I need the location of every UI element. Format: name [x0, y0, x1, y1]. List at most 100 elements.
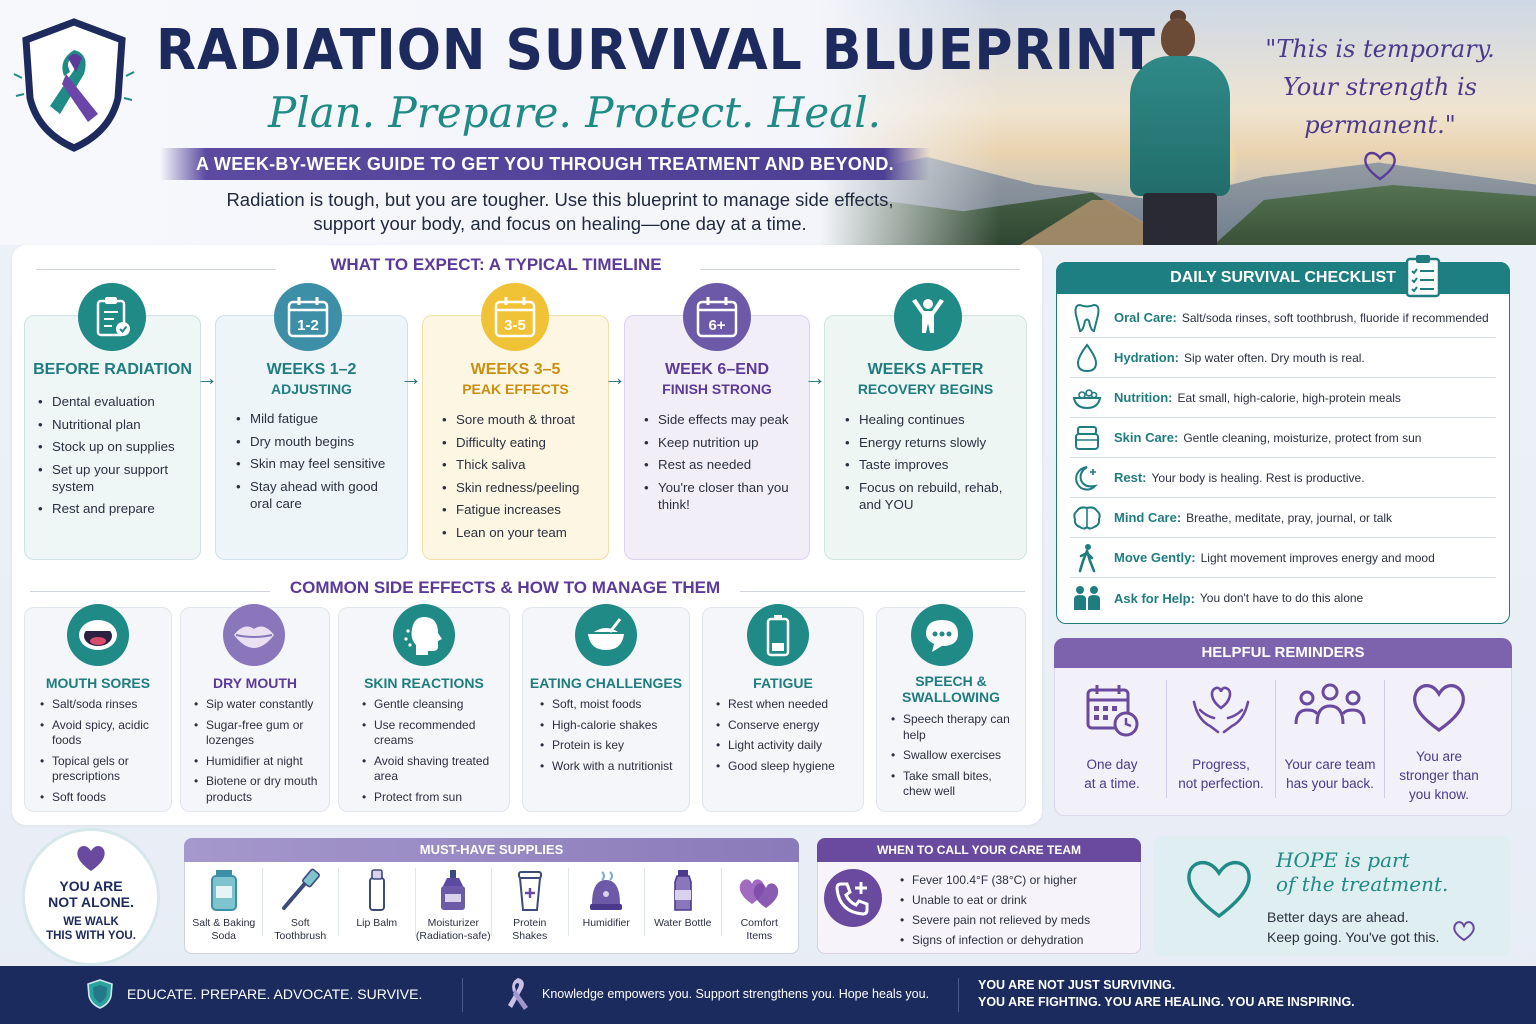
side-effect-list: Salt/soda rinses Avoid spicy, acidic foo…: [40, 697, 166, 810]
ribbon-icon: [508, 978, 528, 1010]
timeline-head: WEEKS 3–5: [470, 361, 561, 378]
arrow-right-icon: →: [604, 365, 626, 390]
reminder-item: One day at a time.: [1058, 680, 1166, 793]
checklist-row-oral-care: Oral Care: Salt/soda rinses, soft toothb…: [1070, 298, 1496, 338]
supply-label: Soft: [290, 917, 310, 929]
call-team-list: Fever 100.4°F (38°C) or higher Unable to…: [900, 870, 1135, 950]
ribbon-shield-logo-icon: [13, 18, 135, 152]
tooth-icon: [1070, 301, 1104, 335]
supply-item: Salt & Baking Soda: [186, 868, 262, 943]
list-item: Healing continues: [845, 411, 1015, 428]
checklist-text: Sip water often. Dry mouth is real.: [1184, 350, 1365, 365]
list-item: Rest when needed: [716, 697, 856, 713]
calendar-icon: 3-5: [481, 283, 549, 351]
footer-slogan: EDUCATE. PREPARE. ADVOCATE. SURVIVE.: [127, 986, 423, 1002]
supply-item: Water Bottle: [645, 868, 721, 930]
checklist-rows: Oral Care: Salt/soda rinses, soft toothb…: [1070, 298, 1496, 618]
list-item: Taste improves: [845, 456, 1015, 473]
list-item: Use recommended creams: [362, 718, 502, 749]
intro-text: Radiation is tough, but you are tougher.…: [180, 188, 940, 236]
supply-item: Lip Balm: [339, 868, 415, 930]
face-profile-icon: [393, 604, 455, 666]
checklist-row-move-gently: Move Gently: Light movement improves ene…: [1070, 538, 1496, 578]
list-item: Speech therapy can help: [891, 712, 1019, 743]
quote-line: permanent.": [1304, 111, 1456, 139]
list-item: Good sleep hygiene: [716, 759, 856, 775]
reminders-title: HELPFUL REMINDERS: [1054, 638, 1512, 668]
footer: EDUCATE. PREPARE. ADVOCATE. SURVIVE. Kno…: [0, 966, 1536, 1024]
list-item: Keep nutrition up: [644, 434, 794, 451]
shake-cup-icon: [517, 871, 542, 911]
timeline-list: Healing continues Energy returns slowly …: [845, 411, 1015, 518]
reminder-line: Progress,: [1192, 757, 1250, 772]
list-item: Gentle cleansing: [362, 697, 502, 713]
timeline-head: BEFORE RADIATION: [33, 361, 192, 378]
footer-message: Knowledge empowers you. Support strength…: [542, 987, 930, 1001]
checklist-label: Oral Care:: [1114, 310, 1177, 325]
team-icon: [1294, 683, 1366, 725]
divider: [1384, 680, 1385, 798]
supply-label: Water Bottle: [654, 917, 712, 929]
checklist-label: Hydration:: [1114, 350, 1179, 365]
battery-icon: [747, 604, 809, 666]
side-effect-list: Sip water constantly Sugar-free gum or l…: [194, 697, 322, 810]
phone-plus-icon: [824, 869, 882, 927]
reminder-item: Your care team has your back.: [1276, 680, 1384, 793]
side-effect-head: DRY MOUTH: [213, 675, 297, 691]
footer-affirmation: YOU ARE NOT JUST SURVIVING. YOU ARE FIGH…: [978, 977, 1355, 1011]
reminder-line: has your back.: [1286, 776, 1374, 791]
cream-jar-icon: [1070, 421, 1104, 455]
supplies-title: MUST-HAVE SUPPLIES: [184, 838, 799, 862]
checklist-label: Nutrition:: [1114, 390, 1173, 405]
timeline-sub: ADJUSTING: [271, 381, 352, 397]
reminder-line: stronger than: [1399, 768, 1479, 783]
list-item: Rest and prepare: [38, 500, 196, 517]
checklist-text: Salt/soda rinses, soft toothbrush, fluor…: [1181, 310, 1489, 325]
divider: [338, 868, 339, 936]
checklist-row-hydration: Hydration: Sip water often. Dry mouth is…: [1070, 338, 1496, 378]
divider: [567, 868, 569, 936]
reminder-line: You are: [1415, 749, 1463, 764]
timeline-sub: RECOVERY BEGINS: [857, 381, 994, 397]
reminder-line: at a time.: [1084, 776, 1140, 791]
calendar-badge: 1-2: [297, 317, 319, 334]
reminder-item: Progress, not perfection.: [1167, 680, 1275, 793]
shield-icon: [87, 979, 113, 1009]
side-effect-head: MOUTH SORES: [45, 675, 151, 691]
list-item: High-calorie shakes: [540, 718, 684, 734]
list-item: Stock up on supplies: [38, 438, 196, 455]
list-item: Focus on rebuild, rehab, and YOU: [845, 479, 1015, 513]
divider: [1166, 680, 1167, 798]
quote-line: "This is temporary.: [1265, 35, 1495, 63]
checklist-text: Your body is healing. Rest is productive…: [1151, 470, 1365, 485]
list-item: Light activity daily: [716, 738, 856, 754]
not-alone-line: NOT ALONE.: [48, 894, 134, 910]
call-team-title: WHEN TO CALL YOUR CARE TEAM: [817, 838, 1141, 862]
list-item: Swallow exercises: [891, 748, 1019, 764]
side-effect-list: Rest when needed Conserve energy Light a…: [716, 697, 856, 779]
checklist-label: Rest:: [1114, 470, 1147, 485]
list-item: Topical gels or prescriptions: [40, 754, 166, 785]
heart-icon: [1187, 860, 1251, 919]
timeline-sub: FINISH STRONG: [662, 381, 772, 397]
list-item: Salt/soda rinses: [40, 697, 166, 713]
checklist-label: Mind Care:: [1114, 510, 1182, 525]
checklist-text: Breathe, meditate, pray, journal, or tal…: [1186, 510, 1393, 525]
supply-label: Salt & Baking: [192, 917, 256, 929]
list-item: Nutritional plan: [38, 416, 196, 433]
hope-line: of the treatment.: [1276, 872, 1449, 896]
checklist-text: You don't have to do this alone: [1199, 591, 1364, 605]
supply-label: (Radiation-safe): [415, 930, 491, 942]
intro-line: support your body, and focus on healing—…: [313, 213, 807, 234]
arrow-right-icon: →: [400, 365, 422, 390]
calendar-badge: 6+: [708, 317, 725, 334]
checklist-label: Skin Care:: [1114, 430, 1179, 445]
list-item: Stay ahead with good oral care: [236, 478, 396, 512]
list-item: Sip water constantly: [194, 697, 322, 713]
supply-label: Items: [746, 930, 773, 942]
checklist-row-skin-care: Skin Care: Gentle cleaning, moisturize, …: [1070, 418, 1496, 458]
list-item: Set up your support system: [38, 461, 196, 495]
checklist-text: Light movement improves energy and mood: [1200, 550, 1435, 565]
humidifier-icon: [590, 871, 623, 910]
hope-text-line: Better days are ahead.: [1267, 909, 1409, 925]
